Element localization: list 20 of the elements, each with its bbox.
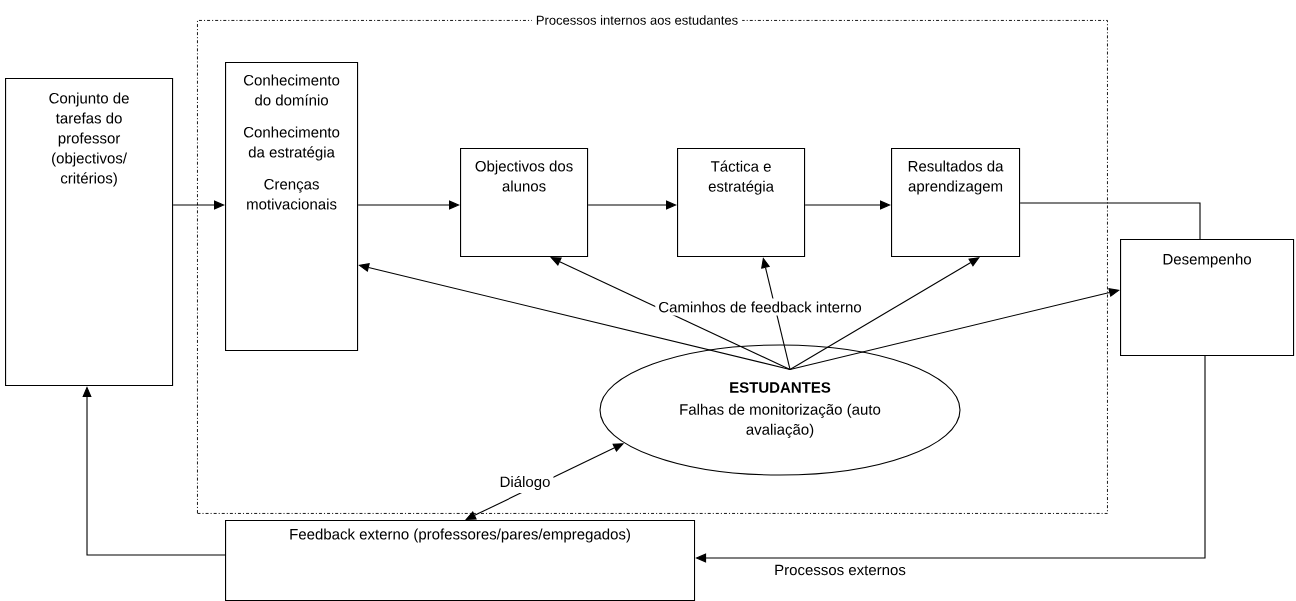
process-box: Objectivos dos alunos	[460, 148, 589, 258]
arrow	[358, 263, 791, 370]
knowledge-box: Conhecimento do domínio Conhecimento da estratégia Crenças motivacionais	[225, 62, 359, 352]
arrow	[550, 257, 791, 370]
process-box: Resultados da aprendizagem	[891, 148, 1021, 258]
arrow	[357, 200, 460, 210]
arrow	[789, 288, 1120, 370]
process-box: Táctica e estratégia	[677, 148, 806, 258]
ellipse-node: ESTUDANTES Falhas de monitorização (auto avaliação)	[599, 344, 961, 476]
boundary-title: Processos internos aos estudantes	[531, 11, 743, 29]
process-box: Desempenho	[1120, 239, 1295, 357]
arrow	[804, 200, 891, 210]
feedback-box: Feedback externo (professores/pares/empregados)	[225, 520, 696, 601]
edge-label: Processos externos	[771, 561, 909, 579]
annotation-text: Caminhos de feedback interno	[655, 298, 865, 316]
edge-label: Diálogo	[496, 472, 554, 494]
arrow	[172, 200, 225, 210]
arrow	[789, 257, 980, 370]
task-box: Conjunto de tarefas do professor (objectivos/ critérios)	[5, 78, 174, 387]
arrow	[587, 200, 677, 210]
